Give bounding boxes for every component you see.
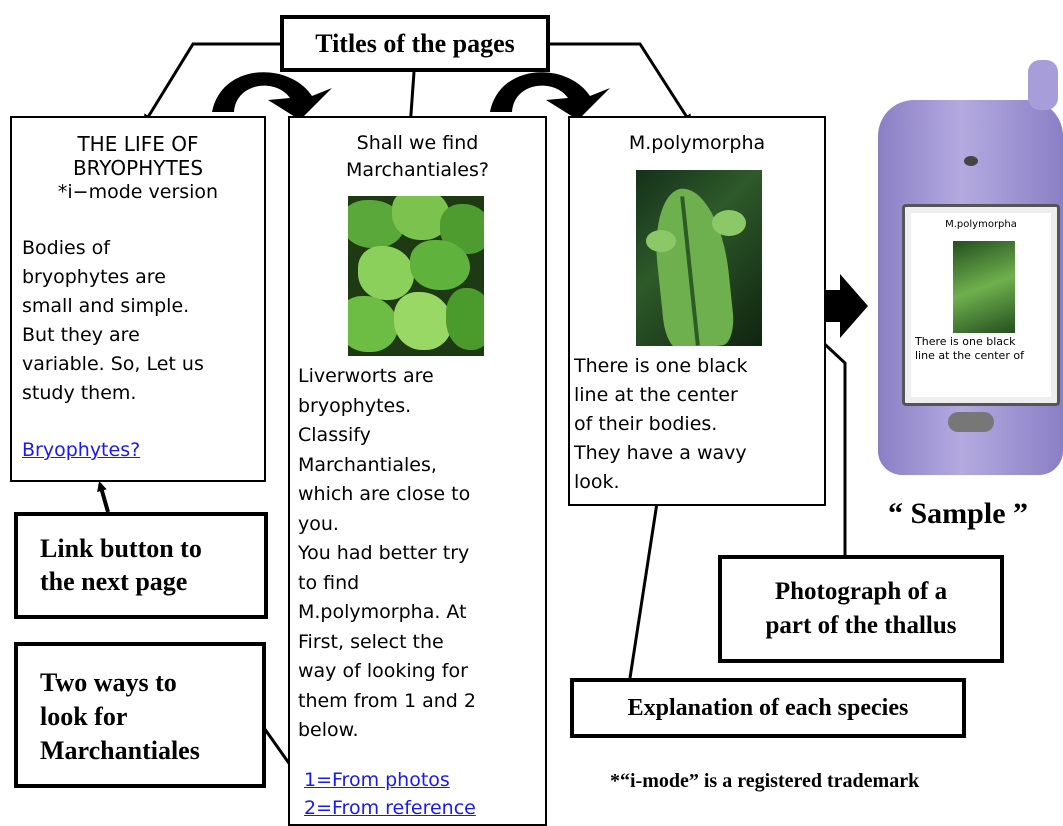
- curved-arrow-2: [490, 72, 610, 120]
- page2-screen: Shall we find Marchantiales? Liverworts …: [288, 116, 547, 826]
- sample-caption: “ Sample ”: [888, 497, 1029, 530]
- two-ways-callout-line1: Two ways to: [40, 668, 177, 697]
- explanation-callout: Explanation of each species: [570, 678, 966, 738]
- phone-screen-text-line: There is one black: [915, 335, 1016, 348]
- link-callout-arrow: [97, 481, 110, 513]
- page1-body-line: Bodies of: [22, 237, 110, 259]
- page1-body-line: small and simple.: [22, 295, 190, 317]
- page2-body-line: First, select the: [298, 630, 444, 653]
- photo-callout-line1: Photograph of a: [774, 578, 948, 605]
- page1-body-line: bryophytes are: [22, 266, 166, 288]
- two-ways-callout-line3: Marchantiales: [40, 736, 200, 765]
- titles-arrow-right: [549, 42, 692, 125]
- two-ways-callout-line2: look for: [40, 702, 128, 731]
- phone-antenna: [1028, 60, 1058, 110]
- link-button-callout-line1: Link button to: [40, 534, 202, 563]
- photo-callout-line2: part of the thallus: [765, 612, 957, 639]
- page2-body-line: to find: [298, 571, 360, 594]
- phone-screen-title: M.polymorpha: [945, 219, 1017, 230]
- photo-callout: Photograph of a part of the thallus: [718, 555, 1004, 663]
- titles-callout-text: Titles of the pages: [315, 29, 515, 58]
- phone-screen-photo: [953, 241, 1015, 333]
- phone-screen-text: There is one black line at the center of: [915, 335, 1051, 363]
- link-button-callout-line2: the next page: [40, 567, 188, 596]
- page1-subtitle: *i−mode version: [57, 181, 219, 203]
- page1-body-line: But they are: [22, 324, 140, 346]
- page2-body-line: M.polymorpha. At: [298, 601, 467, 623]
- titles-arrow-left: [143, 42, 280, 125]
- marchantia-photo: [348, 196, 484, 356]
- page2-body-line: them from 1 and 2: [298, 689, 476, 712]
- curved-arrow-1: [212, 72, 332, 120]
- page2-title-line1: Shall we find: [356, 132, 479, 154]
- phone-screen-text-line: line at the center of: [915, 349, 1024, 362]
- page2-body-line: Classify: [298, 424, 371, 446]
- page1-title-line2: BRYOPHYTES: [72, 156, 204, 180]
- page3-body-line: of their bodies.: [574, 413, 718, 435]
- thallus-photo: [636, 170, 762, 346]
- page2-body-line: Liverworts are: [298, 365, 434, 387]
- phone-screen-frame: M.polymorpha There is one black line at …: [902, 204, 1060, 406]
- titles-callout: Titles of the pages: [280, 15, 550, 72]
- phone-screen: M.polymorpha There is one black line at …: [911, 213, 1051, 397]
- phone: M.polymorpha There is one black line at …: [878, 60, 1063, 475]
- phone-nav-button: [948, 412, 994, 432]
- page2-body-line: which are close to: [298, 483, 471, 505]
- two-ways-callout: Two ways to look for Marchantiales: [14, 642, 266, 788]
- page1-screen: THE LIFE OF BRYOPHYTES *i−mode version B…: [10, 116, 266, 482]
- page1-body-line: variable. So, Let us: [22, 353, 204, 375]
- bryophytes-link[interactable]: Bryophytes?: [22, 439, 141, 461]
- page3-title: M.polymorpha: [628, 132, 766, 154]
- page3-body: There is one black line at the center of…: [574, 352, 826, 497]
- page2-body: Liverworts are bryophytes. Classify Marc…: [298, 362, 544, 746]
- from-reference-link[interactable]: 2=From reference: [304, 797, 476, 819]
- page2-body-line: you.: [298, 512, 339, 535]
- page1-title: THE LIFE OF BRYOPHYTES *i−mode version: [12, 132, 264, 204]
- from-photos-link[interactable]: 1=From photos: [304, 769, 450, 791]
- page3-body-line: There is one black: [574, 355, 748, 377]
- page2-title: Shall we find Marchantiales?: [290, 130, 545, 184]
- explanation-callout-text: Explanation of each species: [627, 695, 909, 721]
- block-arrow-to-phone: [822, 274, 868, 338]
- page2-body-line: way of looking for: [298, 660, 468, 682]
- link-button-callout: Link button to the next page: [14, 512, 268, 619]
- page3-body-line: line at the center: [574, 384, 738, 406]
- page2-body-line: bryophytes.: [298, 394, 412, 417]
- page2-body-line: Marchantiales,: [298, 453, 437, 476]
- page1-title-line1: THE LIFE OF: [77, 132, 199, 156]
- page2-body-line: You had better try: [298, 542, 470, 564]
- page2-title-line2: Marchantiales?: [346, 159, 489, 181]
- footnote: *“i-mode” is a registered trademark: [610, 770, 920, 792]
- page2-body-line: below.: [298, 719, 359, 741]
- page3-body-line: They have a wavy: [574, 442, 747, 464]
- page1-body-line: study them.: [22, 382, 137, 404]
- page3-screen: M.polymorpha There is one black line at …: [568, 116, 826, 506]
- earpiece-icon: [964, 156, 978, 166]
- page1-body: Bodies of bryophytes are small and simpl…: [22, 234, 262, 408]
- page3-body-line: look.: [574, 471, 620, 493]
